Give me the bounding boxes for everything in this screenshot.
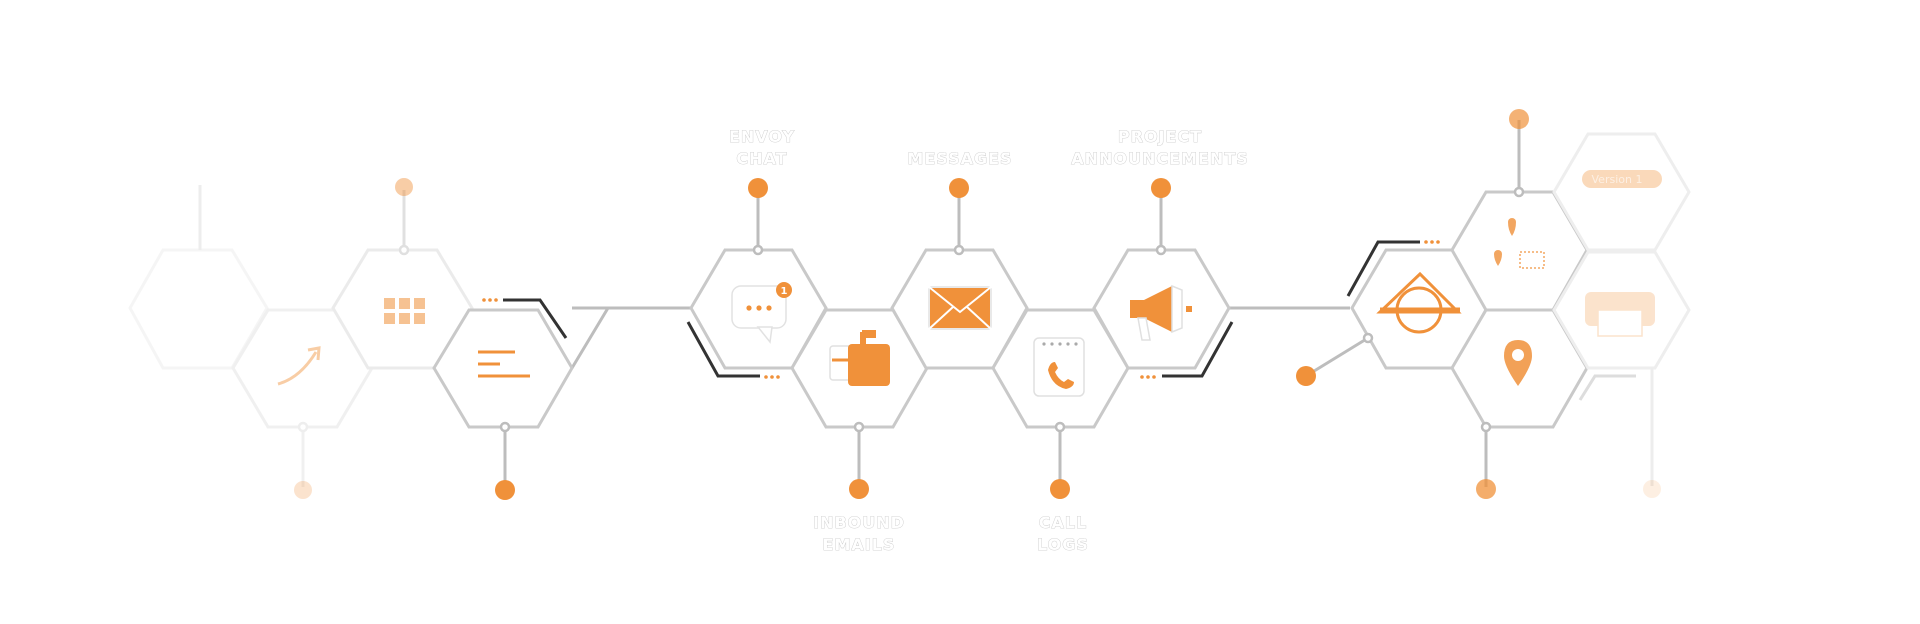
chat-badge bbox=[776, 282, 792, 298]
chat-badge-count: 1 bbox=[781, 286, 788, 297]
accent-dots-left bbox=[482, 298, 498, 302]
version-badge bbox=[1582, 170, 1662, 188]
label-announcements-line1: PROJECT bbox=[1118, 127, 1202, 146]
left-pins bbox=[294, 178, 515, 500]
label-inbound-emails-line1: INBOUND bbox=[813, 513, 905, 532]
version-badge-label: Version 1 bbox=[1592, 173, 1643, 186]
pin-chat bbox=[748, 178, 768, 198]
pin-printer bbox=[1643, 480, 1661, 498]
center-pins bbox=[748, 178, 1171, 499]
label-inbound-emails-line2: EMAILS bbox=[823, 535, 896, 554]
accent-dots-center-right bbox=[1140, 375, 1156, 379]
pin-inbound-emails bbox=[849, 479, 869, 499]
pin-geometry bbox=[1296, 366, 1316, 386]
label-announcements-line2: ANNOUNCEMENTS bbox=[1071, 149, 1249, 168]
chat-bubble-icon bbox=[731, 282, 792, 344]
pin-announcements bbox=[1151, 178, 1171, 198]
mailbox-icon bbox=[829, 330, 890, 386]
printer-icon bbox=[1585, 292, 1655, 337]
accent-dots-right-top bbox=[1424, 240, 1440, 244]
phone-log-icon bbox=[1033, 337, 1085, 397]
geometry-icon bbox=[1376, 271, 1462, 334]
pin-growth bbox=[294, 481, 312, 499]
pin-location bbox=[1476, 479, 1496, 499]
label-call-logs-line1: CALL bbox=[1039, 513, 1088, 532]
pin-grid bbox=[395, 178, 413, 196]
connector-lines bbox=[198, 185, 1350, 369]
label-envoy-chat-line2: CHAT bbox=[736, 149, 787, 168]
pin-messages bbox=[949, 178, 969, 198]
accent-right-top bbox=[1346, 240, 1420, 297]
left-cluster bbox=[128, 248, 474, 429]
pin-call-logs bbox=[1050, 479, 1070, 499]
accent-left bbox=[503, 298, 568, 339]
label-envoy-chat-line1: ENVOY bbox=[729, 127, 795, 146]
hex-printer bbox=[1552, 250, 1691, 370]
grid-icon bbox=[384, 298, 425, 324]
right-pins bbox=[1296, 109, 1661, 499]
sort-lines-icon bbox=[478, 350, 530, 378]
pin-map bbox=[1509, 109, 1529, 129]
location-pin-icon bbox=[1504, 340, 1532, 386]
envelope-icon bbox=[928, 286, 992, 330]
map-stamp-icon bbox=[1494, 218, 1545, 269]
accent-dots-center-left bbox=[764, 375, 780, 379]
hex-sort bbox=[432, 308, 574, 429]
growth-arrow-icon bbox=[277, 346, 321, 386]
accent-center-right bbox=[1162, 321, 1234, 378]
hex-version bbox=[1552, 132, 1691, 252]
accent-right-bottom bbox=[1578, 374, 1636, 401]
megaphone-icon bbox=[1130, 284, 1192, 341]
label-call-logs-line2: LOGS bbox=[1037, 535, 1089, 554]
accent-center-left bbox=[686, 321, 760, 378]
pin-sort bbox=[495, 480, 515, 500]
connector-left-diag bbox=[570, 306, 611, 369]
label-messages: MESSAGES bbox=[907, 149, 1012, 168]
